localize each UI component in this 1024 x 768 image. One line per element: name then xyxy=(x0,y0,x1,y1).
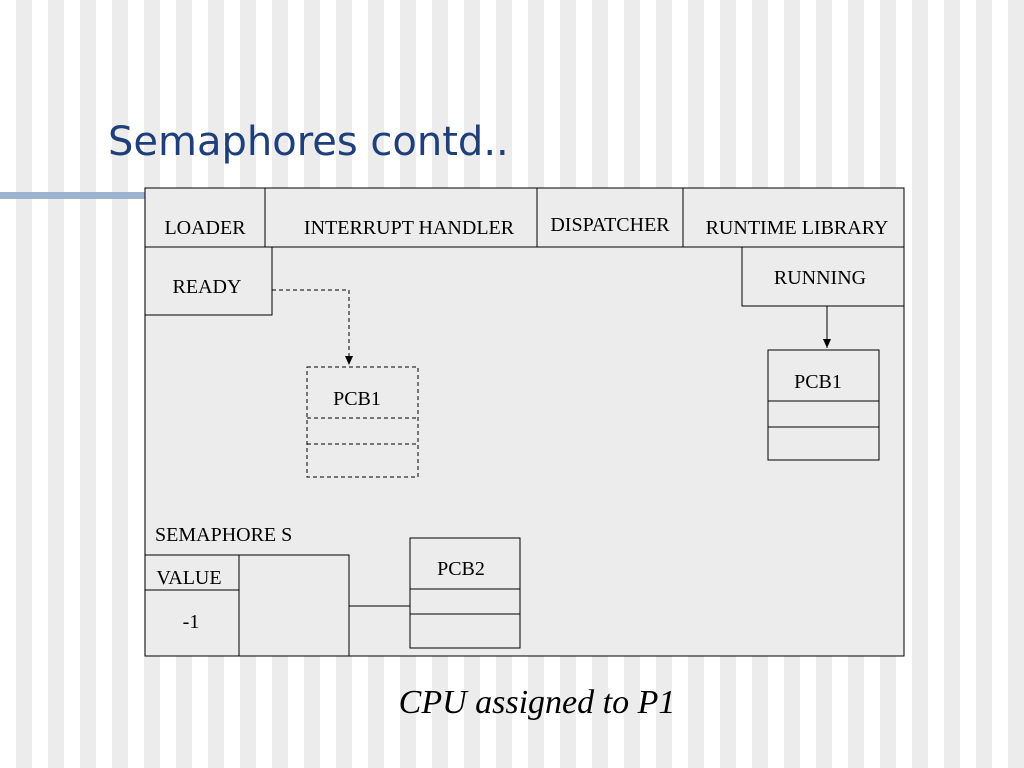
module-loader: LOADER xyxy=(164,217,246,239)
module-runtime-library: RUNTIME LIBRARY xyxy=(706,217,889,239)
ready-queue-box xyxy=(144,246,273,316)
running-pcb1-box xyxy=(767,349,880,461)
slide-caption: CPU assigned to P1 xyxy=(398,684,676,721)
module-interrupt-handler: INTERRUPT HANDLER xyxy=(304,217,515,239)
ready-pointer-arrow xyxy=(272,289,353,365)
running-box xyxy=(741,246,905,307)
semaphore-value-label: VALUE xyxy=(156,567,221,589)
semaphore-box xyxy=(144,554,350,657)
ready-pcb1-box xyxy=(306,366,419,478)
running-pcb1-label: PCB1 xyxy=(794,371,842,393)
module-dispatcher: DISPATCHER xyxy=(550,214,670,236)
waiting-pcb2-label: PCB2 xyxy=(437,558,485,580)
semaphore-label: SEMAPHORE S xyxy=(155,524,292,546)
semaphore-value: -1 xyxy=(183,611,200,633)
running-label: RUNNING xyxy=(774,267,866,289)
slide-title: Semaphores contd.. xyxy=(108,119,509,165)
ready-pcb1-label: PCB1 xyxy=(333,388,381,410)
waiting-pcb2-box xyxy=(409,537,521,649)
ready-queue-label: READY xyxy=(173,276,242,298)
